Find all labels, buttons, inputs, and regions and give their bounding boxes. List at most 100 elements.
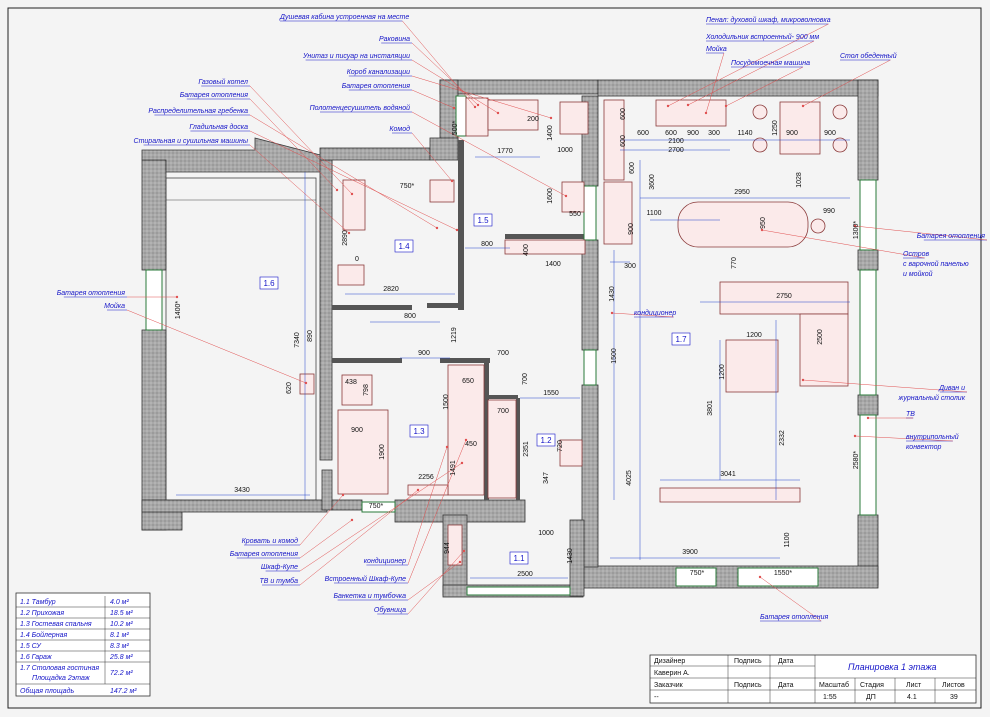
sofa-side — [799, 313, 849, 387]
callout-leader — [407, 439, 467, 584]
callout-dot — [347, 231, 351, 235]
chair-1 — [752, 104, 768, 120]
callout-label: журнальный столик — [897, 394, 965, 402]
callout-dot — [435, 226, 439, 230]
callout-dot — [455, 228, 459, 232]
exterior-walls — [141, 79, 879, 598]
callout-dot — [564, 194, 568, 198]
callout-leader — [759, 576, 822, 622]
tb-sheets: 39 — [950, 694, 958, 701]
callout-label: Душевая кабина устроенная на месте — [279, 13, 409, 21]
dimension-value: 950 — [760, 217, 767, 229]
callout-leader — [411, 75, 552, 119]
room-tag — [409, 424, 429, 438]
callout-label: Шкаф-Купе — [261, 564, 298, 571]
area-row-name: 1.4 Бойлерная — [20, 631, 67, 639]
dimension-value: 200 — [527, 116, 539, 123]
tb-scale: 1:55 — [823, 694, 837, 701]
windows — [145, 95, 877, 596]
callout-leader — [802, 59, 891, 107]
dimension-value: 700 — [497, 408, 509, 415]
callout-dot — [416, 488, 420, 492]
callout-leader — [411, 111, 567, 197]
guest-bed — [337, 409, 389, 495]
callout-label: Батарея отопления — [230, 551, 299, 558]
callout-dot — [350, 192, 354, 196]
room-numbers: 1.11.21.31.41.51.61.7 — [259, 213, 691, 565]
callout-dot — [760, 228, 764, 232]
callout-dot — [666, 104, 670, 108]
dimension-value: 1900 — [379, 444, 386, 460]
callout-dot — [476, 103, 480, 107]
dimension-value: 650 — [462, 378, 474, 385]
tb-signature: Подпись — [734, 658, 762, 665]
area-row-name: 1.1 Тамбур — [20, 598, 56, 606]
garage-sink — [299, 373, 315, 395]
callout-leader — [299, 489, 419, 586]
callout-leader — [249, 98, 338, 191]
dimension-value: 1400 — [547, 125, 554, 141]
tb-scale-label: Масштаб — [819, 681, 849, 689]
dimension-value: 600 — [620, 135, 627, 147]
dimension-value: 1250 — [772, 120, 779, 136]
dimension-value: 300 — [708, 130, 720, 137]
callout-leader — [761, 229, 925, 259]
part-bath-bottom — [505, 234, 585, 239]
callout-label: Батарея отопления — [180, 92, 249, 99]
dimension-value: 600 — [637, 130, 649, 137]
tb-customer-role: Заказчик — [654, 682, 684, 689]
callout-label: Обувница — [374, 606, 406, 614]
area-total-label: Общая площадь — [20, 687, 74, 695]
callout-leader — [299, 494, 344, 546]
dimension-value: 2500 — [517, 571, 533, 578]
title-block: Дизайнер Подпись Дата Каверин А. Заказчи… — [649, 654, 977, 704]
callout-leader — [411, 42, 479, 106]
area-row-value: 4.0 м² — [110, 599, 129, 606]
dining-table — [779, 101, 821, 155]
dimension-value: 800 — [404, 313, 416, 320]
dimension-value: 600 — [665, 130, 677, 137]
callout-leader — [854, 225, 988, 241]
window-kitchen-left — [583, 185, 597, 241]
chair-4 — [832, 137, 848, 153]
callout-label: Мойка — [706, 45, 727, 53]
callout-label: Комод — [389, 125, 410, 133]
dimension-value: 770 — [731, 257, 738, 269]
room-tag — [536, 433, 556, 447]
window-garage — [145, 269, 163, 331]
window-living-bottom-2 — [737, 567, 819, 587]
callout-leader — [667, 23, 829, 107]
area-row-name: 1.7 Столовая гостиная — [20, 665, 99, 672]
callout-label: внутрипольный — [906, 433, 959, 441]
callout-label: ТВ — [906, 411, 915, 418]
callout-leader — [854, 435, 953, 442]
dimension-value: 1600 — [547, 188, 554, 204]
tb-sheet: 4.1 — [907, 694, 917, 701]
callout-dot — [175, 295, 179, 299]
callout-leader — [126, 309, 307, 384]
part-boiler-bottom-2 — [427, 303, 460, 308]
tb-stage-label: Стадия — [860, 682, 884, 689]
part-bed-top-2 — [440, 358, 490, 363]
callout-label: Полотенцесушитель водяной — [310, 104, 410, 112]
room-tag — [394, 239, 414, 253]
dresser-boiler — [342, 179, 366, 231]
stool-1 — [810, 218, 826, 234]
dimension-value: 900 — [628, 223, 635, 235]
dimension-value: 2820 — [383, 286, 399, 293]
wall-living-right-2 — [857, 249, 879, 271]
dimension-value: 2100 — [668, 138, 684, 145]
dimension-value: 1770 — [497, 148, 513, 155]
area-row-name: 1.2 Прихожая — [20, 610, 64, 617]
wall-living-left-3 — [581, 384, 599, 568]
area-row-value: 72.2 м² — [110, 670, 133, 677]
callout-leader — [249, 144, 350, 234]
window-living-right-3 — [859, 414, 877, 516]
dimension-value: 2351 — [523, 441, 530, 457]
callout-leader — [249, 114, 438, 229]
dimension-value: 2950 — [734, 189, 750, 196]
callout-label: кондиционер — [634, 309, 676, 317]
window-vest — [466, 586, 571, 596]
